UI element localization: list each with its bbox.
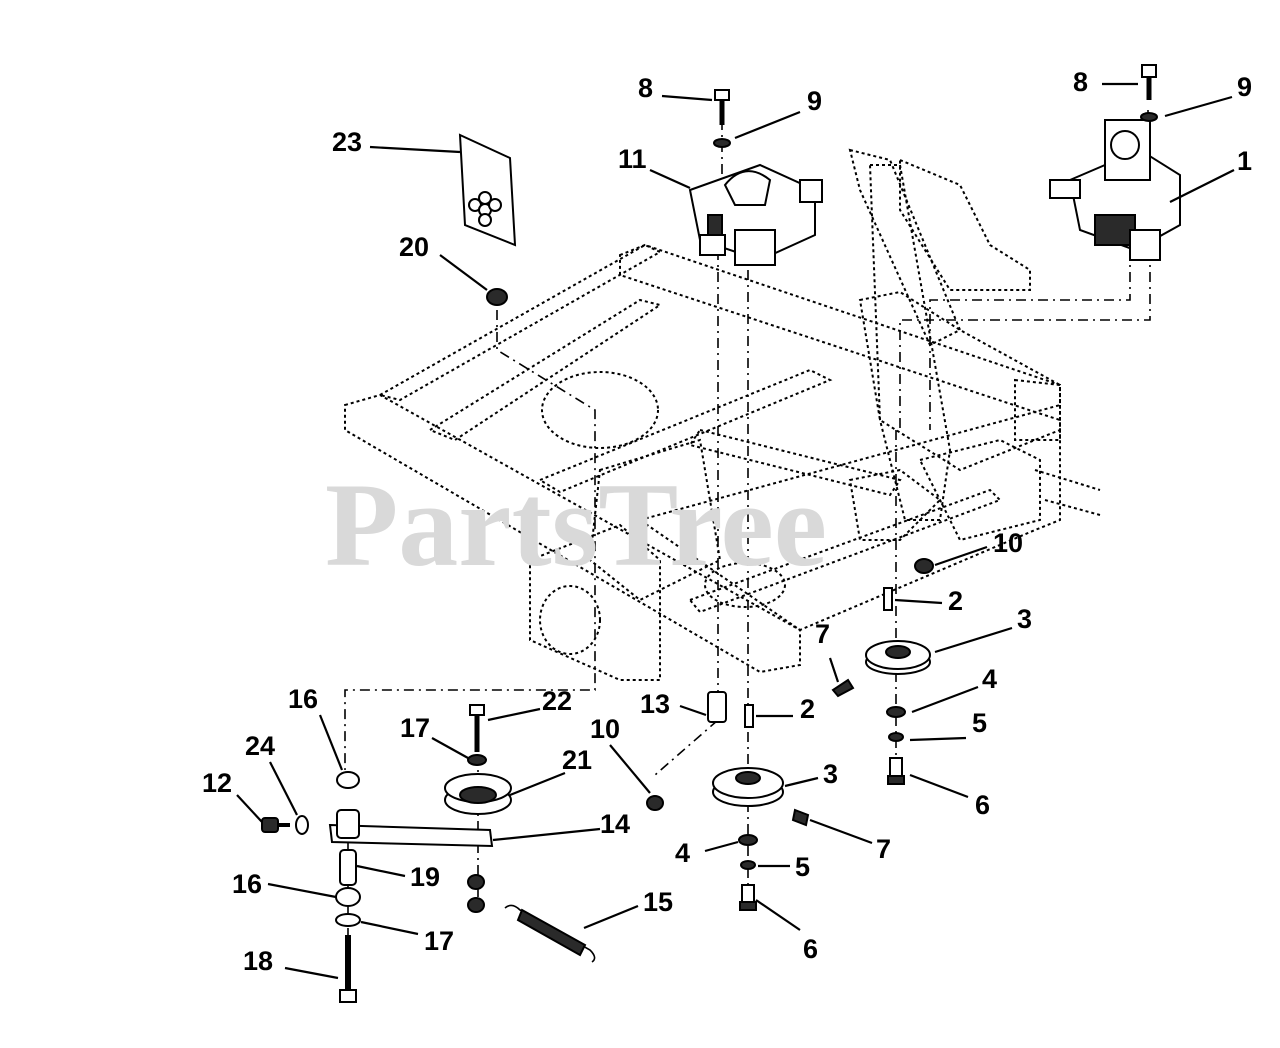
callout-13: 13: [640, 689, 670, 719]
callout-4: 4: [982, 664, 997, 694]
callout-11: 11: [618, 144, 647, 174]
callout-18: 18: [243, 946, 273, 976]
watermark: PartsTree: [325, 458, 827, 591]
callout-3: 3: [1017, 604, 1032, 634]
callout-24: 24: [245, 731, 275, 761]
decal-sheet-23: [458, 133, 517, 247]
callout-4: 4: [675, 838, 690, 868]
callout-9: 9: [807, 86, 822, 116]
spacer-19: [339, 849, 357, 886]
bolt-22: [469, 704, 485, 752]
nut-10-lower: [646, 795, 664, 811]
nut-20: [486, 288, 508, 306]
callout-7: 7: [815, 619, 830, 649]
washer-17-lower: [335, 913, 361, 927]
callout-15: 15: [643, 887, 673, 917]
transmission-11: [688, 163, 823, 266]
callout-23: 23: [332, 127, 362, 157]
callout-7: 7: [876, 834, 891, 864]
nut-under-arm: [467, 874, 485, 913]
callout-20: 20: [399, 232, 429, 262]
callout-5: 5: [972, 708, 987, 738]
pulley-3-lower: [712, 767, 784, 807]
bolt-12: [261, 817, 290, 833]
bolt-8-right: [1141, 64, 1157, 100]
bushing-16-lower: [335, 887, 361, 907]
callout-5: 5: [795, 852, 810, 882]
bushing-16-upper: [336, 771, 360, 789]
callout-3: 3: [823, 759, 838, 789]
callout-17: 17: [424, 926, 454, 956]
idler-arm-14: [328, 809, 494, 848]
washer-9-right: [1140, 112, 1158, 122]
callout-labels: 8 9 8 9 1 23 11 20 10 2 3 7 4 5 6 16 22 …: [202, 67, 1252, 976]
bolt-6-lower: [739, 884, 757, 911]
nut-10-upper: [914, 558, 934, 574]
callout-12: 12: [202, 768, 232, 798]
washer-17-upper: [467, 754, 487, 766]
key-2-lower: [744, 704, 754, 728]
callout-2: 2: [800, 694, 815, 724]
lockwasher-5-lower: [740, 860, 756, 870]
callout-10: 10: [993, 528, 1023, 558]
spacer-13: [707, 691, 727, 723]
callout-8: 8: [1073, 67, 1088, 97]
setscrew-7-lower: [791, 808, 810, 827]
idler-pulley-21: [444, 773, 512, 815]
callout-22: 22: [542, 686, 572, 716]
leader-lines: [236, 82, 1235, 980]
callout-8: 8: [638, 73, 653, 103]
callout-19: 19: [410, 862, 440, 892]
transmission-1: [1049, 119, 1181, 261]
pulley-3-upper: [865, 640, 931, 675]
bolt-18: [339, 935, 357, 1003]
lockwasher-5-upper: [888, 732, 904, 742]
washer-4-lower: [738, 834, 758, 846]
callout-10: 10: [590, 714, 620, 744]
callout-17: 17: [400, 713, 430, 743]
washer-4-upper: [886, 706, 906, 718]
washer-9-left: [713, 138, 731, 148]
callout-9: 9: [1237, 72, 1252, 102]
callout-1: 1: [1237, 146, 1252, 176]
spring-15: [504, 904, 596, 963]
callout-2: 2: [948, 586, 963, 616]
callout-14: 14: [600, 809, 630, 839]
bolt-8-left: [714, 89, 730, 125]
callout-16: 16: [288, 684, 318, 714]
callout-6: 6: [975, 790, 990, 820]
callout-16: 16: [232, 869, 262, 899]
key-2-upper: [883, 587, 893, 611]
callout-6: 6: [803, 934, 818, 964]
callout-21: 21: [562, 745, 592, 775]
washer-24: [295, 815, 309, 835]
bolt-6-upper: [887, 757, 905, 785]
chassis-frame: [344, 148, 1101, 681]
setscrew-7-upper: [831, 678, 855, 698]
